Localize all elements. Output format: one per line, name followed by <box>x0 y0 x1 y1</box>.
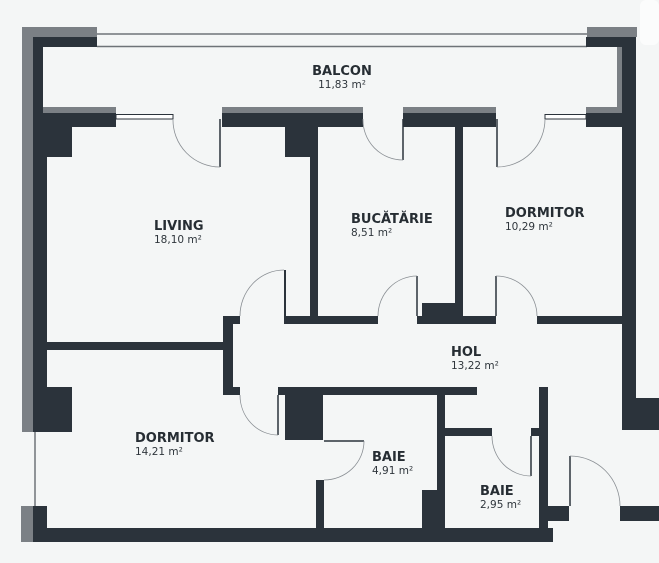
room-name: BUCĂTĂRIE <box>351 211 433 227</box>
balcony-railing <box>97 33 587 48</box>
door-kitchen-balcon[interactable] <box>362 118 404 161</box>
room-hol: HOL 13,22 m² <box>451 345 499 372</box>
room-area: 10,29 m² <box>505 221 553 233</box>
room-name: HOL <box>451 345 481 360</box>
room-name: DORMITOR <box>505 206 585 221</box>
room-name: BAIE <box>372 450 406 465</box>
door-baie-2[interactable] <box>491 435 532 477</box>
door-living-balcon[interactable] <box>172 118 221 168</box>
room-area: 13,22 m² <box>451 360 499 372</box>
room-balcon: BALCON 11,83 m² <box>312 64 372 91</box>
room-baie-1: BAIE 4,91 m² <box>372 450 413 477</box>
room-area: 2,95 m² <box>480 499 521 511</box>
door-entrance[interactable] <box>569 455 621 507</box>
door-dormitor-balcon[interactable] <box>496 118 546 168</box>
door-kitchen[interactable] <box>377 275 418 317</box>
room-bucatarie: BUCĂTĂRIE 8,51 m² <box>351 211 433 239</box>
room-baie-2: BAIE 2,95 m² <box>480 484 521 511</box>
door-baie-1[interactable] <box>323 440 365 481</box>
windows <box>34 114 587 506</box>
exterior-walls <box>21 27 637 542</box>
room-living: LIVING 18,10 m² <box>154 219 204 246</box>
door-living[interactable] <box>239 269 285 317</box>
room-area: 8,51 m² <box>351 227 392 239</box>
door-dormitor-1[interactable] <box>495 275 538 317</box>
room-area: 18,10 m² <box>154 234 202 246</box>
interior-walls <box>33 37 659 542</box>
room-name: DORMITOR <box>135 431 215 446</box>
room-dormitor-2: DORMITOR 14,21 m² <box>135 431 215 458</box>
room-name: LIVING <box>154 219 204 234</box>
room-name: BALCON <box>312 64 372 79</box>
room-area: 14,21 m² <box>135 446 183 458</box>
room-area: 4,91 m² <box>372 465 413 477</box>
window-dormitor <box>544 114 587 120</box>
room-dormitor-1: DORMITOR 10,29 m² <box>505 206 585 233</box>
doors <box>172 118 621 507</box>
door-dormitor-2[interactable] <box>239 394 279 436</box>
window-living <box>115 114 174 120</box>
room-name: BAIE <box>480 484 514 499</box>
corner-panel <box>640 0 659 45</box>
room-area: 11,83 m² <box>318 79 366 91</box>
